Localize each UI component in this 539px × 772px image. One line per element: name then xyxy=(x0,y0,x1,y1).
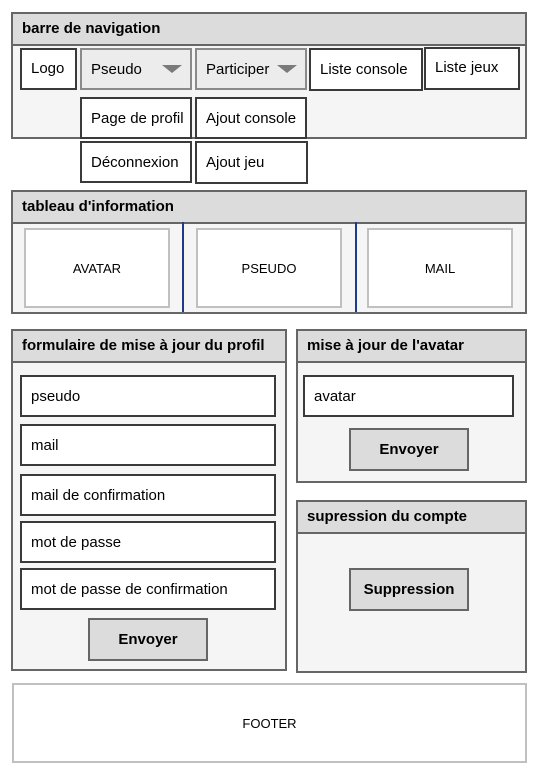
nav-ajout-jeu-label: Ajout jeu xyxy=(206,154,265,171)
info-table-title: tableau d'information xyxy=(13,192,525,224)
avatar-field[interactable]: avatar xyxy=(303,375,514,417)
password-field-label: mot de passe xyxy=(31,533,122,551)
nav-ajout-console[interactable]: Ajout console xyxy=(195,97,307,139)
mail-field-label: mail xyxy=(31,436,59,454)
chevron-down-icon xyxy=(277,65,297,73)
column-divider xyxy=(182,222,184,312)
password-field[interactable]: mot de passe xyxy=(20,521,276,563)
nav-liste-console-label: Liste console xyxy=(320,61,408,78)
password-confirmation-field-label: mot de passe de confirmation xyxy=(31,580,228,598)
nav-liste-console[interactable]: Liste console xyxy=(309,48,423,91)
info-cell-avatar: AVATAR xyxy=(24,228,170,308)
nav-deconnexion-label: Déconnexion xyxy=(91,153,179,171)
avatar-field-label: avatar xyxy=(314,387,356,405)
pseudo-field-label: pseudo xyxy=(31,387,81,405)
avatar-submit-button[interactable]: Envoyer xyxy=(349,428,469,471)
info-cell-pseudo: PSEUDO xyxy=(196,228,342,308)
password-confirmation-field[interactable]: mot de passe de confirmation xyxy=(20,568,276,610)
delete-account-button[interactable]: Suppression xyxy=(349,568,469,611)
chevron-down-icon xyxy=(162,65,182,73)
nav-deconnexion[interactable]: Déconnexion xyxy=(80,141,192,183)
mail-confirmation-field-label: mail de confirmation xyxy=(31,486,166,504)
profile-submit-button[interactable]: Envoyer xyxy=(88,618,208,661)
nav-logo[interactable]: Logo xyxy=(20,48,77,90)
nav-pseudo-label: Pseudo xyxy=(91,60,142,78)
mail-field[interactable]: mail xyxy=(20,424,276,466)
profile-form-title: formulaire de mise à jour du profil xyxy=(13,331,285,363)
footer: FOOTER xyxy=(12,683,527,763)
column-divider xyxy=(355,222,357,312)
nav-page-profil[interactable]: Page de profil xyxy=(80,97,192,139)
nav-ajout-jeu[interactable]: Ajout jeu xyxy=(195,141,308,184)
nav-page-profil-label: Page de profil xyxy=(91,109,184,127)
nav-ajout-console-label: Ajout console xyxy=(206,109,297,127)
nav-participer-dropdown[interactable]: Participer xyxy=(195,48,307,90)
info-cell-mail: MAIL xyxy=(367,228,513,308)
mail-confirmation-field[interactable]: mail de confirmation xyxy=(20,474,276,516)
navbar-title: barre de navigation xyxy=(13,14,525,46)
avatar-form-title: mise à jour de l'avatar xyxy=(298,331,525,363)
nav-logo-label: Logo xyxy=(31,60,65,77)
nav-participer-label: Participer xyxy=(206,60,270,78)
nav-liste-jeux-label: Liste jeux xyxy=(435,59,499,76)
nav-pseudo-dropdown[interactable]: Pseudo xyxy=(80,48,192,90)
delete-account-title: supression du compte xyxy=(298,502,525,534)
pseudo-field[interactable]: pseudo xyxy=(20,375,276,417)
nav-liste-jeux[interactable]: Liste jeux xyxy=(424,47,520,90)
